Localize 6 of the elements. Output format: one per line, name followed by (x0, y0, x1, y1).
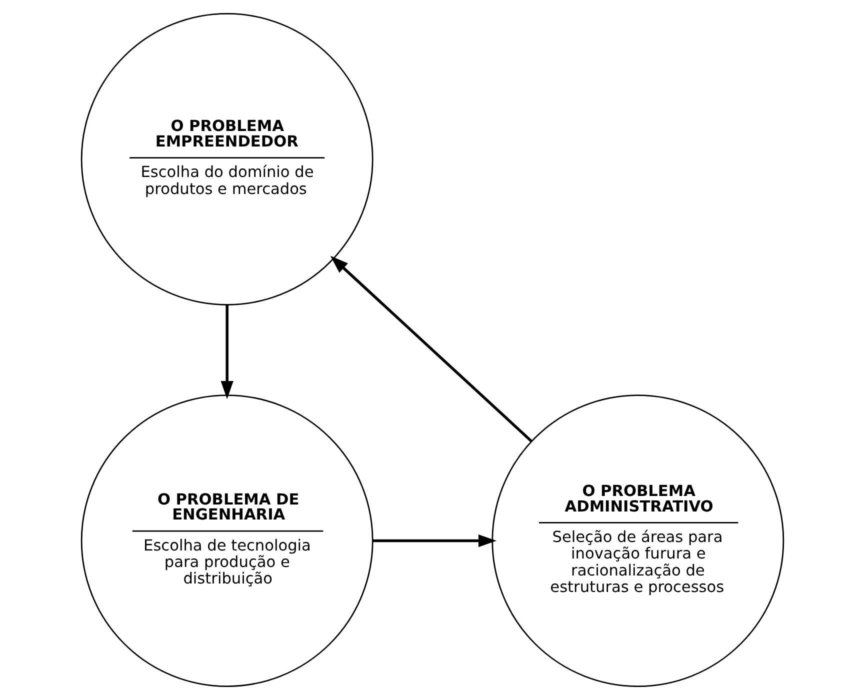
node-circle: O PROBLEMA EMPREENDEDOR Escolha do domínio de produtos e mercados (80, 13, 373, 306)
arrow (220, 304, 233, 400)
node-circle: O PROBLEMA DE ENGENHARIA Escolha de tecnologia para produção e distribuição (80, 394, 373, 687)
arrow (372, 534, 496, 548)
node-circle: O PROBLEMA ADMINISTRATIVO Seleção de áreas para inovação furura e racionalização de estruturas e processos (491, 394, 784, 687)
arrow (330, 256, 532, 442)
